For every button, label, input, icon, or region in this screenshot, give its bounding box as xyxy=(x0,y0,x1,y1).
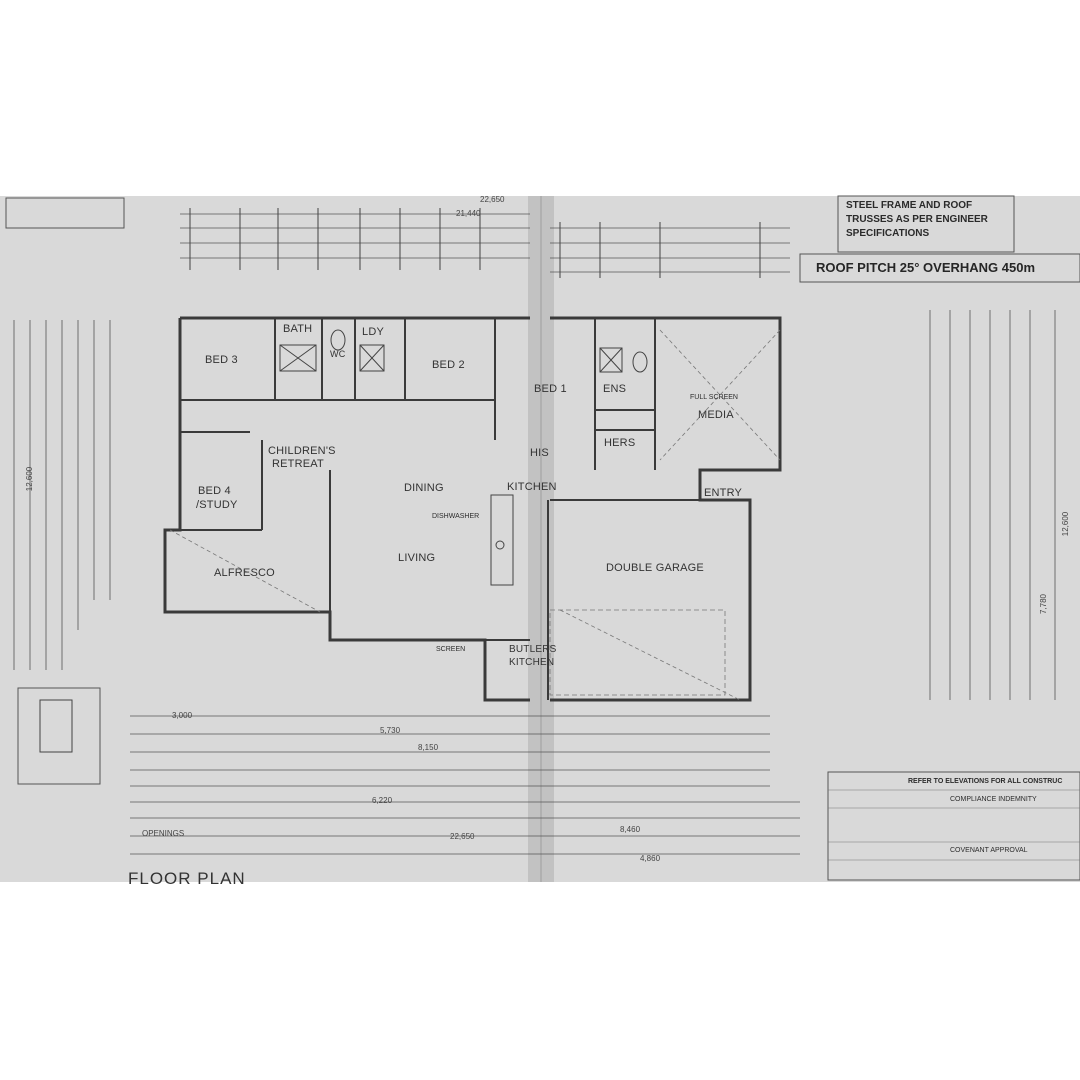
room-label-alfresco: ALFRESCO xyxy=(214,567,275,579)
dim-right-a: 12,600 xyxy=(1061,511,1071,537)
room-label-hers: HERS xyxy=(604,437,636,449)
left-dimension-lines xyxy=(13,320,111,670)
corner-note-box xyxy=(5,197,125,229)
room-label-entry: ENTRY xyxy=(704,487,743,499)
roof-lines xyxy=(169,329,781,701)
room-label-bed4-1: BED 4 xyxy=(198,485,231,497)
room-label-childrens-retreat-1: CHILDREN'S xyxy=(268,445,336,457)
note-refer-elevations: REFER TO ELEVATIONS FOR ALL CONSTRUC xyxy=(908,778,1063,785)
dim-top-sub: 21,440 xyxy=(456,209,481,218)
room-label-wc: WC xyxy=(330,349,346,359)
dim-bottom-c: 8,150 xyxy=(418,743,439,752)
room-label-kitchen: KITCHEN xyxy=(507,481,557,493)
dim-bottom-a: 3,000 xyxy=(172,711,193,720)
room-label-bed3: BED 3 xyxy=(205,354,238,366)
dim-openings: OPENINGS xyxy=(142,829,185,838)
note-compliance: COMPLIANCE INDEMNITY xyxy=(950,796,1037,803)
room-label-media: MEDIA xyxy=(698,409,734,421)
pitch-box xyxy=(799,253,1080,283)
house-walls xyxy=(163,316,782,702)
room-label-double-garage: DOUBLE GARAGE xyxy=(606,562,704,574)
dim-bottom-f: 4,860 xyxy=(640,854,661,863)
note-full-screen: FULL SCREEN xyxy=(690,394,738,401)
dim-bottom-total: 22,650 xyxy=(450,832,475,841)
room-label-bed4-2: /STUDY xyxy=(196,499,238,511)
compliance-box xyxy=(827,771,1080,881)
note-roof-pitch: ROOF PITCH 25° OVERHANG 450m xyxy=(816,260,1036,275)
dim-bottom-d: 6,220 xyxy=(372,796,393,805)
top-dimension-lines xyxy=(180,213,790,273)
spec-box xyxy=(837,195,1015,253)
room-label-butlers-1: BUTLERS xyxy=(509,644,557,655)
room-label-ens: ENS xyxy=(603,383,627,395)
floor-plan-title: FLOOR PLAN xyxy=(128,869,246,888)
dim-bottom-b: 5,730 xyxy=(380,726,401,735)
room-label-butlers-2: KITCHEN xyxy=(509,657,555,668)
dim-bottom-e: 8,460 xyxy=(620,825,641,834)
room-label-his: HIS xyxy=(530,447,549,459)
room-label-ldy: LDY xyxy=(362,326,384,338)
room-label-bed1: BED 1 xyxy=(534,383,567,395)
dim-right-b: 7,780 xyxy=(1039,593,1049,615)
note-dishwasher: DISHWASHER xyxy=(432,513,480,520)
room-label-living: LIVING xyxy=(398,552,436,564)
detail-box xyxy=(17,687,101,785)
right-dimension-lines xyxy=(929,310,1056,700)
fixtures xyxy=(279,329,648,586)
note-steel-frame: STEEL FRAME AND ROOF TRUSSES AS PER ENGI… xyxy=(846,200,988,239)
note-screen: SCREEN xyxy=(436,646,466,653)
room-label-bed2: BED 2 xyxy=(432,359,465,371)
dim-left-a: 12,600 xyxy=(25,466,35,492)
room-label-bath: BATH xyxy=(283,323,313,335)
dim-top-total: 22,650 xyxy=(480,195,505,204)
note-covenant: COVENANT APPROVAL xyxy=(950,847,1028,854)
room-label-dining: DINING xyxy=(404,482,444,494)
room-label-childrens-retreat-2: RETREAT xyxy=(272,458,324,470)
bottom-dimension-lines xyxy=(130,715,800,855)
top-dimension-ticks xyxy=(189,208,761,278)
